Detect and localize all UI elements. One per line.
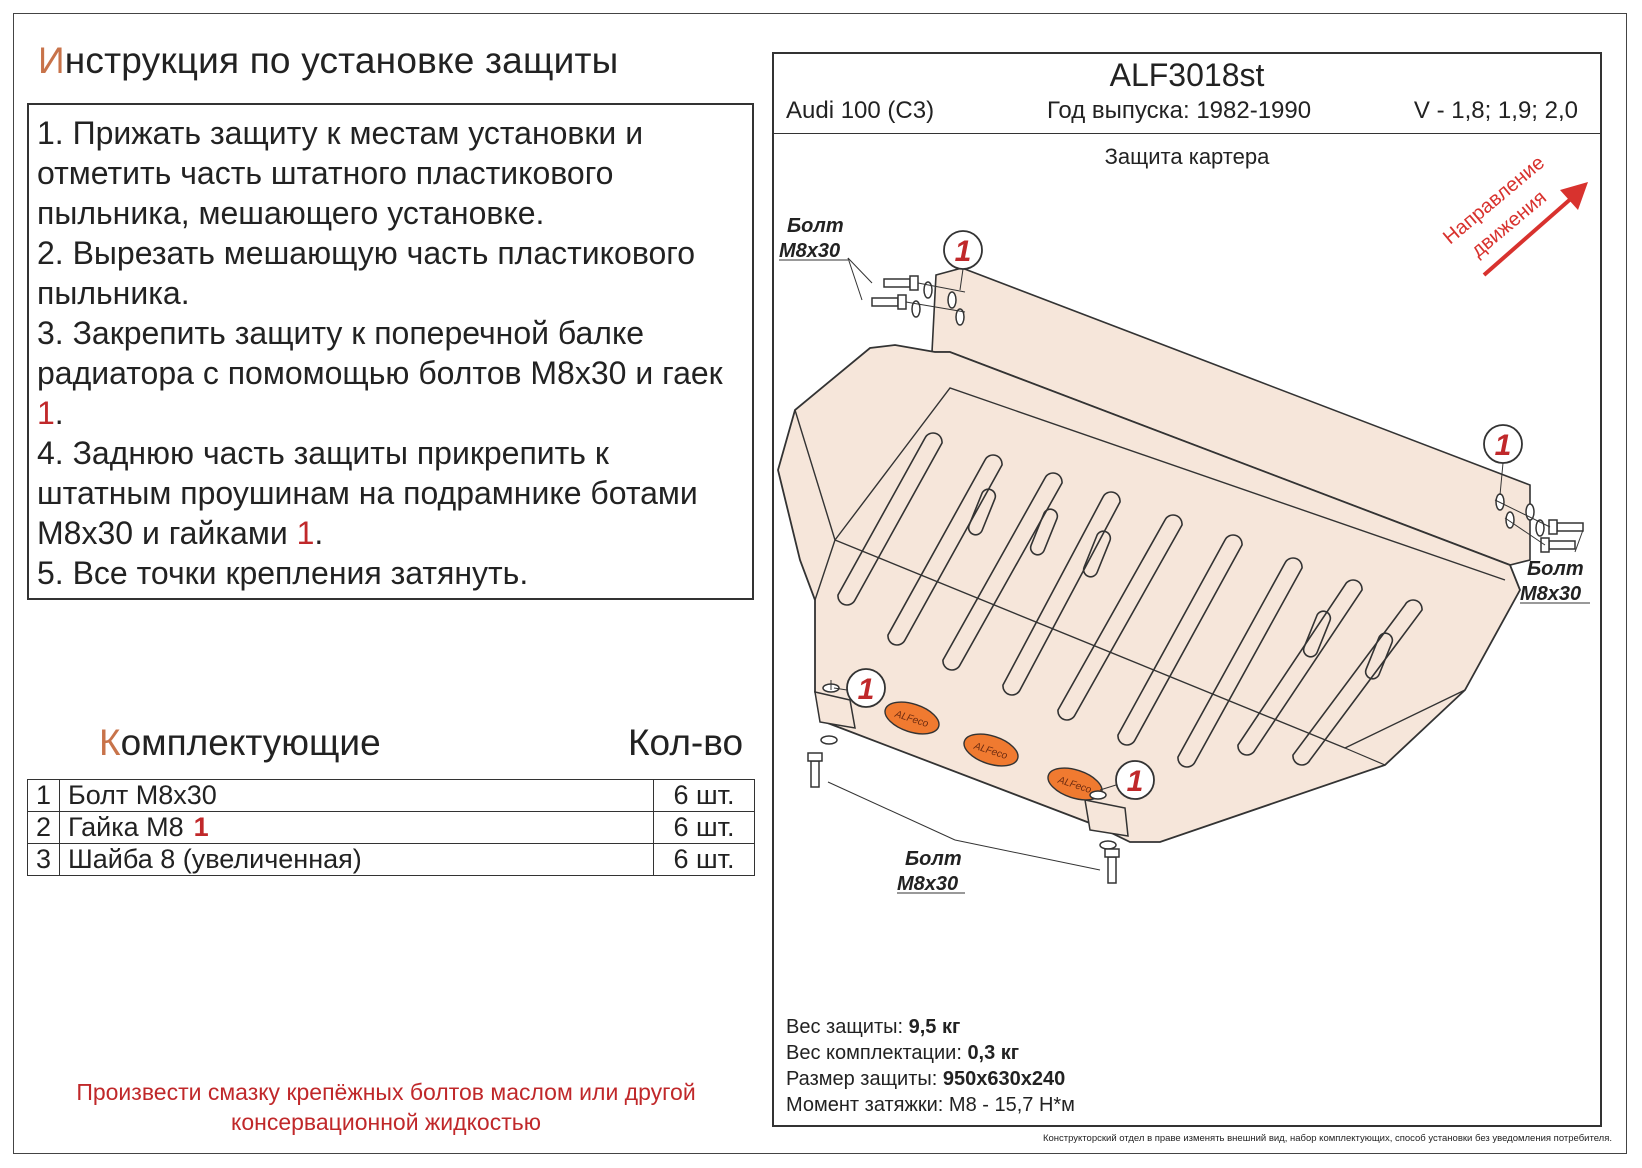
- step-5: 5. Все точки крепления затянуть.: [37, 553, 752, 593]
- step-4-tail: .: [314, 515, 324, 551]
- quantity-heading: Кол-во: [628, 722, 744, 763]
- main-plate: [777, 344, 1521, 843]
- svg-text:М8х30: М8х30: [1520, 583, 1581, 605]
- drawing-subtitle: Защита картера: [1104, 144, 1270, 169]
- svg-text:Болт: Болт: [905, 848, 962, 870]
- bolt-label-front-left: Болт М8х30: [779, 215, 848, 262]
- step-2-text: 2. Вырезать мешающую часть пластикового …: [37, 235, 696, 311]
- spec-kit-weight: Вес комплектации: 0,3 кг: [786, 1042, 1020, 1064]
- svg-text:1: 1: [858, 673, 875, 706]
- fasteners-front-right: [1494, 493, 1584, 553]
- svg-text:М8х30: М8х30: [897, 873, 958, 895]
- nut-mark: 1: [193, 812, 209, 842]
- fasteners-front-left: [871, 275, 966, 326]
- svg-text:1: 1: [1127, 765, 1144, 798]
- svg-text:1: 1: [955, 235, 972, 268]
- step-1: 1. Прижать защиту к местам установки и о…: [37, 113, 752, 233]
- row-number: 1: [27, 779, 60, 812]
- drawing-panel: ALF3018st Audi 100 (C3) Год выпуска: 198…: [772, 52, 1602, 1127]
- step-3-tail: .: [54, 395, 64, 431]
- step-5-text: 5. Все точки крепления затянуть.: [37, 555, 529, 591]
- nut-callout: 1: [1099, 760, 1155, 800]
- specifications: Вес защиты: 9,5 кг Вес комплектации: 0,3…: [786, 1014, 1075, 1118]
- step-2: 2. Вырезать мешающую часть пластикового …: [37, 233, 752, 313]
- table-row: 3 Шайба 8 (увеличенная) 6 шт.: [27, 843, 755, 876]
- step-3-text: 3. Закрепить защиту к поперечной балке р…: [37, 315, 723, 391]
- disclaimer: Конструкторский отдел в праве изменять в…: [1042, 1133, 1612, 1144]
- bolt-label-front-right: Болт М8х30: [1520, 558, 1590, 605]
- svg-text:Болт: Болт: [1527, 558, 1584, 580]
- product-code: ALF3018st: [1109, 57, 1265, 93]
- svg-text:М8х30: М8х30: [779, 240, 840, 262]
- fasteners-rear: [807, 680, 1120, 884]
- step-3: 3. Закрепить защиту к поперечной балке р…: [37, 313, 752, 433]
- title-rest: нструкция по установке защиты: [64, 40, 619, 81]
- bolt-label-rear: Болт М8х30: [897, 848, 965, 895]
- step-3-nut-mark: 1: [37, 395, 55, 431]
- spec-torque: Момент затяжки: М8 - 15,7 Н*м: [786, 1094, 1075, 1116]
- production-years: Год выпуска: 1982-1990: [1047, 97, 1312, 124]
- panel-header: ALF3018st Audi 100 (C3) Год выпуска: 198…: [774, 54, 1600, 134]
- row-qty: 6 шт.: [653, 779, 755, 812]
- nut-callout: 1: [1483, 424, 1523, 496]
- spec-size: Размер защиты: 950х630х240: [786, 1068, 1066, 1090]
- spec-weight: Вес защиты: 9,5 кг: [786, 1016, 961, 1038]
- travel-direction: Направление движения: [1439, 152, 1588, 277]
- components-heading-rest: омплектующие: [120, 722, 381, 763]
- lubrication-note: Произвести смазку крепёжных болтов масло…: [76, 1079, 696, 1135]
- row-qty: 6 шт.: [653, 843, 755, 876]
- logo-pads: ALFeco ALFeco ALFeco: [884, 701, 1103, 801]
- step-1-text: 1. Прижать защиту к местам установки и о…: [37, 115, 644, 231]
- step-4-nut-mark: 1: [296, 515, 315, 551]
- page-title: Инструкция по установке защиты: [38, 40, 618, 82]
- page-frame: [13, 13, 1627, 1154]
- components-heading-first: К: [99, 722, 121, 763]
- step-4-text: 4. Заднюю часть защиты прикрепить к штат…: [37, 435, 698, 551]
- engine-volumes: V - 1,8; 1,9; 2,0: [1413, 97, 1578, 124]
- title-first-letter: И: [38, 40, 65, 81]
- components-heading: Комплектующие: [99, 722, 381, 764]
- rear-bracket-right: [1084, 799, 1129, 837]
- step-4: 4. Заднюю часть защиты прикрепить к штат…: [37, 433, 752, 553]
- arrow-icon: [1482, 194, 1576, 277]
- row-name: Шайба 8 (увеличенная): [59, 843, 654, 876]
- svg-text:Болт: Болт: [787, 215, 844, 237]
- row-number: 3: [27, 843, 60, 876]
- instruction-steps: 1. Прижать защиту к местам установки и о…: [27, 103, 754, 600]
- nut-callout: 1: [833, 668, 886, 708]
- vent-slots: [837, 432, 1423, 768]
- nut-callout: 1: [943, 230, 983, 291]
- row-qty: 6 шт.: [653, 811, 755, 844]
- rear-bracket-left: [814, 691, 856, 729]
- svg-text:1: 1: [1495, 429, 1512, 462]
- car-model: Audi 100 (C3): [786, 97, 935, 124]
